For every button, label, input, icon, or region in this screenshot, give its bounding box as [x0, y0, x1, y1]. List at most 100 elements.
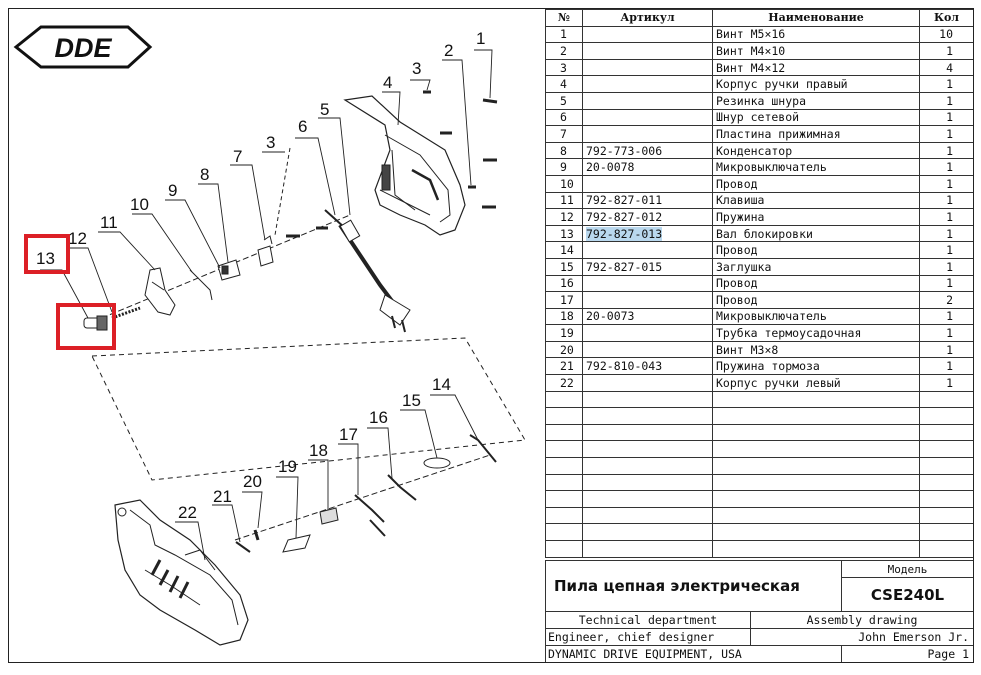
quantity-cell-text: 1: [946, 209, 953, 224]
empty-cell: [582, 423, 713, 442]
empty-cell: [545, 490, 583, 508]
empty-cell: [712, 390, 920, 409]
article-cell: [582, 324, 713, 342]
part-name-cell: Провод: [712, 174, 920, 193]
article-cell: 20-0078: [582, 158, 713, 176]
part-name-cell-text: Вал блокировки: [716, 226, 813, 241]
article-cell: 792-810-043: [582, 357, 713, 376]
part-number-cell: 6: [545, 108, 583, 127]
empty-cell: [919, 506, 974, 525]
empty-cell: [582, 523, 713, 541]
part-number-cell-text: 4: [560, 77, 567, 92]
quantity-cell-text: 1: [946, 126, 953, 141]
callout-19: 19: [278, 457, 297, 476]
highlight-box-callout: [24, 234, 70, 274]
callout-4: 4: [383, 73, 392, 92]
part-number-cell-text: 13: [560, 226, 574, 241]
trigger-key: [144, 267, 176, 316]
assembly-axis-line-lower: [234, 454, 491, 541]
article-cell-text: 792-773-006: [586, 143, 663, 158]
article-cell-text: 792-827-013: [586, 226, 663, 241]
part-number-cell-text: 2: [560, 43, 567, 58]
part-number-cell: 12: [545, 208, 583, 226]
quantity-cell: 1: [919, 125, 974, 143]
quantity-cell-text: 1: [946, 259, 953, 274]
empty-cell: [919, 540, 974, 558]
callout-7: 7: [233, 147, 242, 166]
part-name-cell-text: Клавиша: [716, 193, 765, 208]
screws: [286, 90, 498, 238]
callout-15: 15: [402, 391, 421, 410]
empty-cell: [582, 457, 713, 475]
quantity-cell-text: 4: [946, 60, 953, 75]
heat-shrink-19: [282, 534, 311, 553]
callout-21: 21: [213, 487, 232, 506]
article-cell: [582, 340, 713, 359]
product-name: Пила цепная электрическая: [545, 560, 841, 612]
article-cell: 792-827-012: [582, 208, 713, 226]
empty-cell: [582, 473, 713, 492]
screw-20: [253, 529, 260, 541]
quantity-cell-text: 1: [946, 93, 953, 108]
quantity-cell-text: 1: [946, 276, 953, 291]
quantity-cell: 1: [919, 208, 974, 226]
quantity-cell: 1: [919, 257, 974, 276]
callout-16: 16: [369, 408, 388, 427]
part-number-cell-text: 5: [560, 93, 567, 108]
quantity-cell: 1: [919, 224, 974, 243]
pressure-plate: [257, 245, 274, 267]
empty-cell: [919, 423, 974, 442]
left-handle-housing: [114, 499, 249, 646]
header-name: Наименование: [712, 9, 920, 27]
empty-table-row: [545, 440, 974, 459]
part-number-cell: 10: [545, 174, 583, 193]
quantity-cell: 1: [919, 374, 974, 392]
part-number-cell-text: 1: [560, 27, 567, 42]
article-cell: [582, 42, 713, 60]
quantity-cell: 1: [919, 241, 974, 259]
callout-13: 13: [36, 249, 55, 268]
article-cell: [582, 125, 713, 143]
leader-lines: [40, 49, 493, 561]
exploded-assembly-drawing: DDE: [13, 25, 526, 646]
article-cell-text: 792-810-043: [586, 359, 663, 374]
dde-logo: DDE: [13, 25, 153, 69]
empty-cell: [582, 540, 713, 558]
callout-2: 2: [444, 41, 453, 60]
part-name-cell-text: Корпус ручки правый: [716, 77, 848, 92]
quantity-cell: 1: [919, 141, 974, 160]
empty-cell: [582, 506, 713, 525]
quantity-cell: 1: [919, 91, 974, 110]
quantity-cell: 1: [919, 108, 974, 127]
part-name-cell: Шнур сетевой: [712, 108, 920, 127]
empty-cell: [545, 473, 583, 492]
article-cell: 20-0073: [582, 307, 713, 326]
part-name-cell-text: Винт M5×16: [716, 27, 786, 42]
part-number-cell-text: 9: [560, 160, 567, 175]
quantity-cell-text: 1: [946, 342, 953, 357]
part-number-cell-text: 6: [560, 110, 567, 125]
empty-cell: [919, 390, 974, 409]
empty-cell: [545, 390, 583, 409]
part-number-cell: 21: [545, 357, 583, 376]
table-row: 13 792-827-013 Вал блокировки 1: [545, 224, 974, 243]
quantity-cell-text: 1: [946, 243, 953, 258]
article-cell: [582, 25, 713, 44]
department: Technical department: [545, 611, 751, 629]
brake-spring-21: [235, 541, 251, 553]
part-number-cell-text: 22: [560, 375, 574, 390]
empty-cell: [712, 473, 920, 492]
callout-9: 9: [168, 181, 177, 200]
lock-shaft: [83, 315, 108, 331]
part-number-cell-text: 7: [560, 126, 567, 141]
quantity-cell: 1: [919, 357, 974, 376]
part-number-cell: 13: [545, 224, 583, 243]
